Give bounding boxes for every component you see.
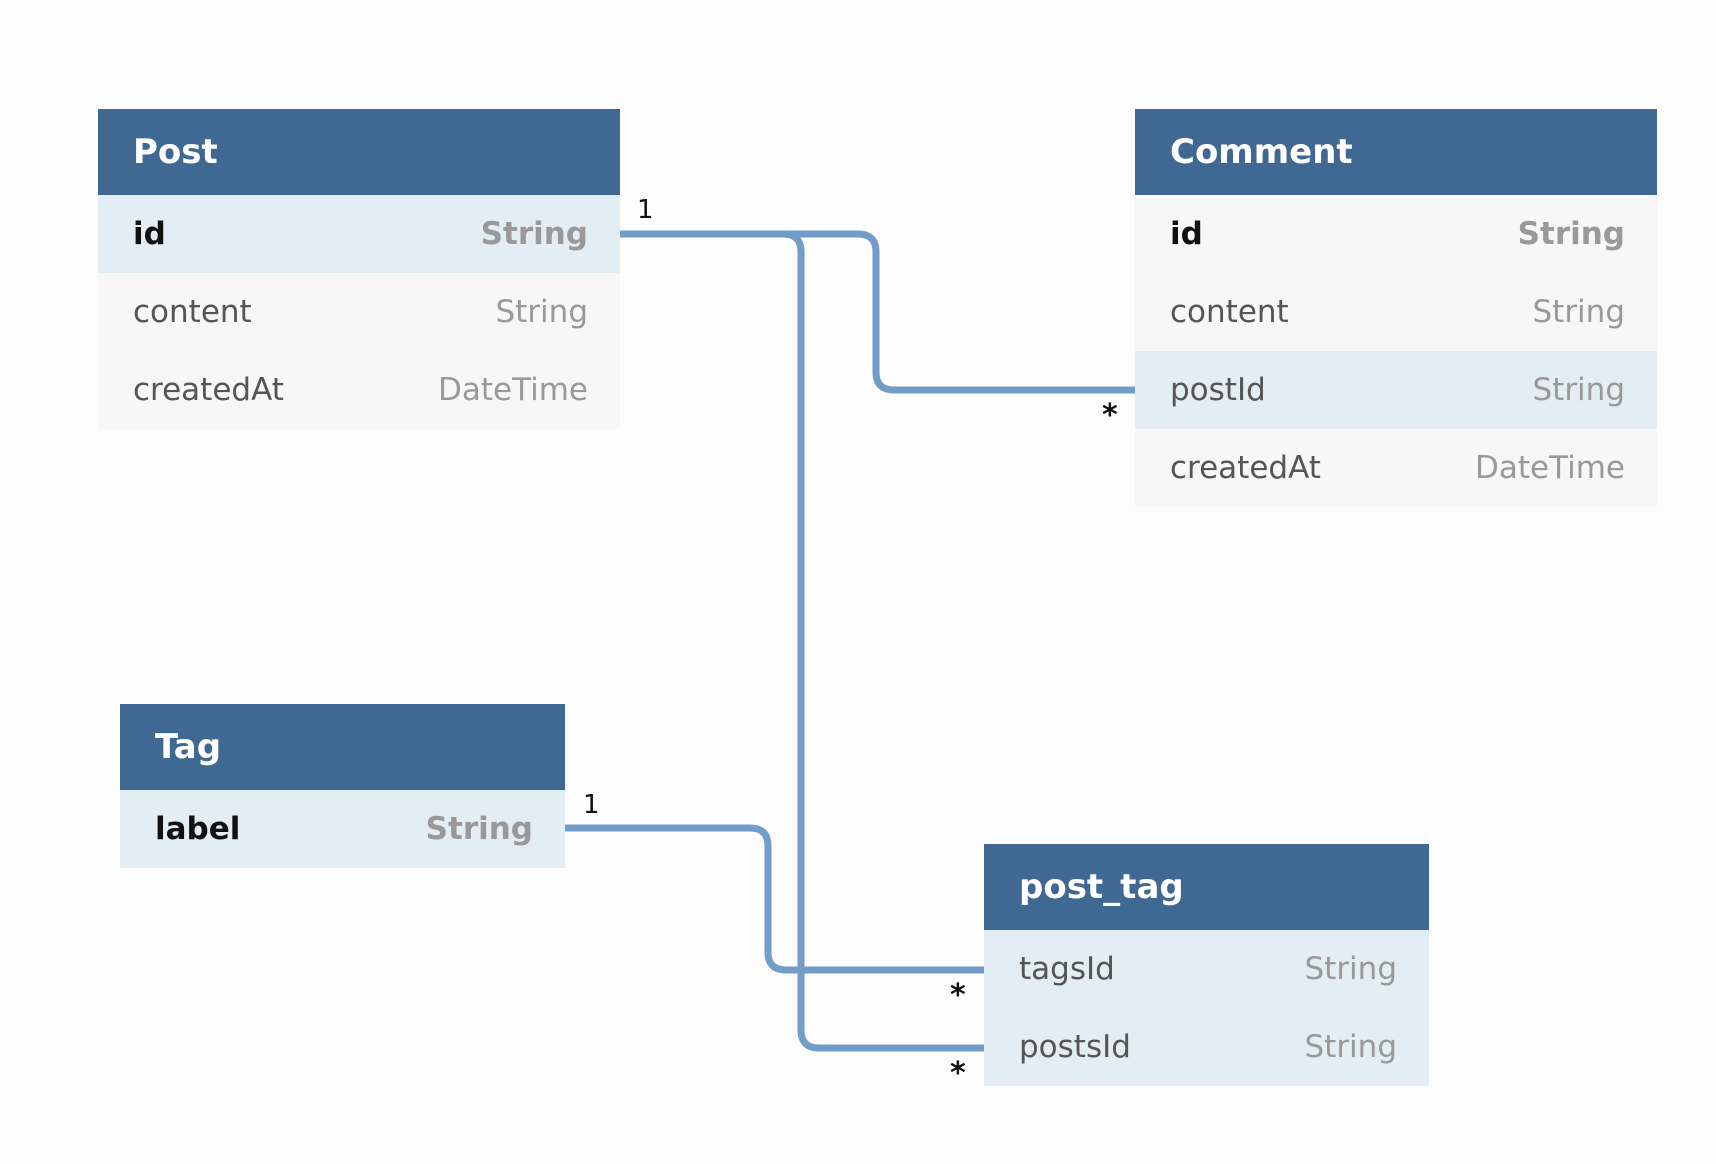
post-table[interactable]: Post id String content String createdAt … [98,109,620,429]
field-type: String [1532,294,1625,330]
post-comment-cardinality-many: * [1102,398,1118,433]
post-posttag-cardinality-many: * [950,1056,966,1091]
comment-field-createdat[interactable]: createdAt DateTime [1135,429,1657,507]
post-tag-table-header[interactable]: post_tag [984,844,1429,930]
relation-post-posttag-line [620,230,984,1052]
field-type: String [1517,216,1625,252]
tag-posttag-cardinality-one: 1 [583,790,600,820]
tag-posttag-cardinality-many: * [950,978,966,1013]
field-name: postsId [1019,1029,1131,1065]
field-name: content [133,294,252,330]
field-type: String [495,294,588,330]
tag-table-header[interactable]: Tag [120,704,565,790]
comment-table[interactable]: Comment id String content String postId … [1135,109,1657,507]
field-type: DateTime [1475,450,1625,486]
field-name: id [1170,216,1203,252]
field-type: String [1532,372,1625,408]
post-comment-cardinality-one: 1 [637,195,654,225]
post-table-header[interactable]: Post [98,109,620,195]
field-name: tagsId [1019,951,1115,987]
post-tag-table[interactable]: post_tag tagsId String postsId String [984,844,1429,1086]
post-field-createdat[interactable]: createdAt DateTime [98,351,620,429]
post-tag-field-tagsid[interactable]: tagsId String [984,930,1429,1008]
field-name: id [133,216,166,252]
field-name: createdAt [1170,450,1321,486]
tag-table[interactable]: Tag label String [120,704,565,868]
relation-tag-posttag-line [565,824,984,974]
post-field-id[interactable]: id String [98,195,620,273]
field-type: String [480,216,588,252]
field-name: createdAt [133,372,284,408]
post-tag-field-postsid[interactable]: postsId String [984,1008,1429,1086]
field-type: String [1304,951,1397,987]
field-name: label [155,811,241,847]
field-type: DateTime [438,372,588,408]
field-name: content [1170,294,1289,330]
post-field-content[interactable]: content String [98,273,620,351]
field-name: postId [1170,372,1266,408]
relation-post-comment-line [620,230,1135,394]
field-type: String [425,811,533,847]
comment-field-id[interactable]: id String [1135,195,1657,273]
field-type: String [1304,1029,1397,1065]
comment-field-postid[interactable]: postId String [1135,351,1657,429]
tag-field-label[interactable]: label String [120,790,565,868]
comment-table-header[interactable]: Comment [1135,109,1657,195]
comment-field-content[interactable]: content String [1135,273,1657,351]
